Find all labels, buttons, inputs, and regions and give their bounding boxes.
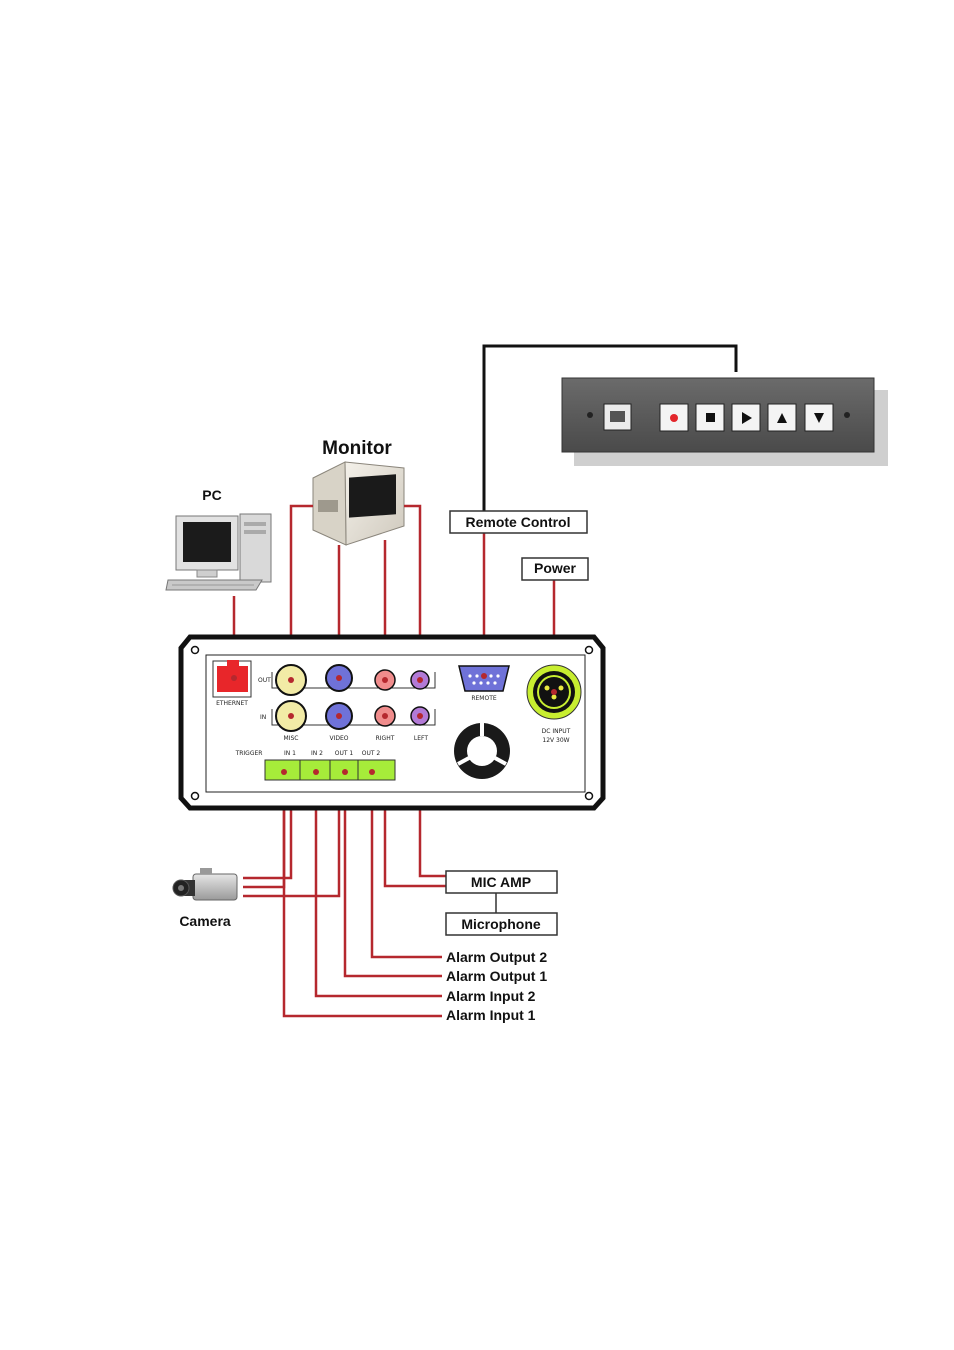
remote-label: REMOTE	[471, 695, 497, 702]
right-out-connector-icon	[375, 670, 395, 690]
out2-label: OUT 2	[362, 750, 381, 757]
monitor-label: Monitor	[322, 438, 392, 459]
misc-in-connector-icon	[276, 701, 306, 731]
record-button-icon	[660, 404, 688, 431]
microphone-label: Microphone	[461, 916, 541, 932]
pc-label: PC	[202, 487, 221, 503]
alarm-output-1-label: Alarm Output 1	[446, 968, 547, 984]
mic-amp-label: MIC AMP	[471, 874, 531, 890]
alarm-output-2-label: Alarm Output 2	[446, 949, 547, 965]
ethernet-label: ETHERNET	[216, 700, 248, 707]
play-button-icon	[732, 404, 760, 431]
left-out-connector-icon	[411, 671, 429, 689]
down-button-icon	[805, 404, 833, 431]
misc-label: MISC	[284, 735, 299, 742]
monitor-icon	[313, 462, 404, 545]
dc-voltage-label: 12V 30W	[542, 737, 569, 744]
camera-label: Camera	[179, 913, 231, 929]
dc-power-connector-icon	[527, 665, 581, 719]
alarm-input-2-label: Alarm Input 2	[446, 988, 536, 1004]
pc-icon	[166, 514, 271, 590]
remote-db9-port-icon	[459, 666, 509, 691]
ethernet-port-icon	[213, 660, 251, 697]
remote-control-label: Remote Control	[466, 514, 571, 530]
trigger-terminal-block	[265, 760, 395, 780]
out-label: OUT	[258, 677, 271, 684]
in2-label: IN 2	[311, 750, 323, 757]
remote-control-unit	[562, 378, 888, 466]
mic-amp-label-box: MIC AMP	[446, 871, 557, 893]
alarm-input-1-label: Alarm Input 1	[446, 1007, 536, 1023]
camera-icon	[173, 868, 237, 900]
left-label: LEFT	[414, 735, 428, 742]
dc-input-label: DC INPUT	[542, 728, 571, 735]
rear-panel: ETHERNET OUT IN	[181, 637, 603, 808]
in1-label: IN 1	[284, 750, 296, 757]
fan-icon	[454, 723, 510, 779]
in-label: IN	[260, 714, 266, 721]
left-in-connector-icon	[411, 707, 429, 725]
right-in-connector-icon	[375, 706, 395, 726]
remote-rj-port-icon	[604, 404, 631, 430]
video-label: VIDEO	[329, 735, 348, 742]
video-in-connector-icon	[326, 703, 352, 729]
stop-button-icon	[696, 404, 724, 431]
remote-control-label-box: Remote Control	[450, 511, 587, 533]
up-button-icon	[768, 404, 796, 431]
out1-label: OUT 1	[335, 750, 354, 757]
microphone-label-box: Microphone	[446, 913, 557, 935]
video-out-connector-icon	[326, 665, 352, 691]
misc-out-connector-icon	[276, 665, 306, 695]
right-label: RIGHT	[376, 735, 395, 742]
power-label: Power	[534, 560, 577, 576]
power-label-box: Power	[522, 558, 588, 580]
trigger-label: TRIGGER	[235, 750, 263, 757]
